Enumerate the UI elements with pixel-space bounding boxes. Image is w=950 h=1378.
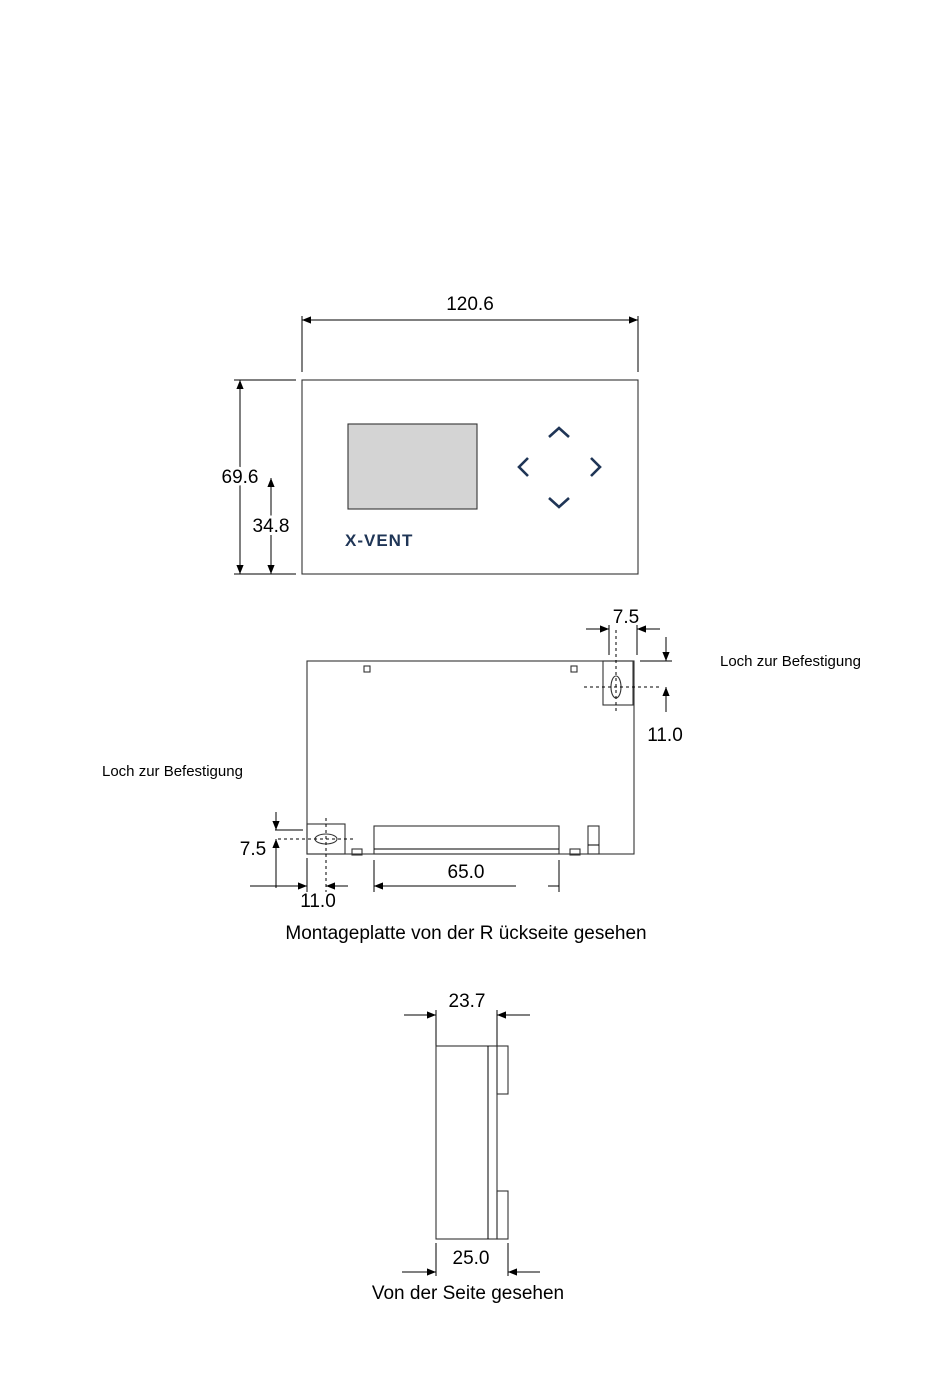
mounting-plate-outline [307,661,634,854]
side-latch [588,826,599,854]
mounting-hole-label-left: Loch zur Befestigung [102,763,243,780]
chevron-right-icon [591,458,600,476]
hole-offset-dimension-left: 11.0 [300,891,336,912]
plate-marker [364,666,370,672]
brand-logo: X-VENT [345,531,413,550]
side-depth-dimension-top: 23.7 [449,991,486,1012]
side-view: 23.7 25.0 Von der Seite gesehen [372,991,564,1304]
hole-offset-dimension-right: 11.0 [647,725,683,746]
hole-height-dimension-left: 7.5 [240,839,266,860]
back-view: 7.5 11.0 Loch zur Befestigung Loch zur B… [102,607,861,944]
plate-marker [571,666,577,672]
clip-top [497,1046,508,1094]
front-view: 120.6 69.6 34.8 X-VENT [222,294,638,574]
hole-width-dimension-top: 7.5 [613,607,639,628]
chevron-up-icon [549,428,569,437]
mounting-hole-label-right: Loch zur Befestigung [720,653,861,670]
half-height-dimension-label: 34.8 [253,516,290,537]
display-screen [348,424,477,509]
mounting-tab-right [603,661,633,705]
height-dimension-label: 69.6 [222,467,259,488]
width-dimension-label: 120.6 [446,294,494,315]
connector-block [374,826,559,854]
clip-bottom [497,1191,508,1239]
chevron-left-icon [519,458,528,476]
side-view-caption: Von der Seite gesehen [372,1283,564,1304]
chevron-down-icon [549,498,569,507]
connector-dimension: 65.0 [448,862,485,883]
side-depth-dimension-bottom: 25.0 [453,1248,490,1269]
back-view-caption: Montageplatte von der R ückseite gesehen [285,923,646,944]
